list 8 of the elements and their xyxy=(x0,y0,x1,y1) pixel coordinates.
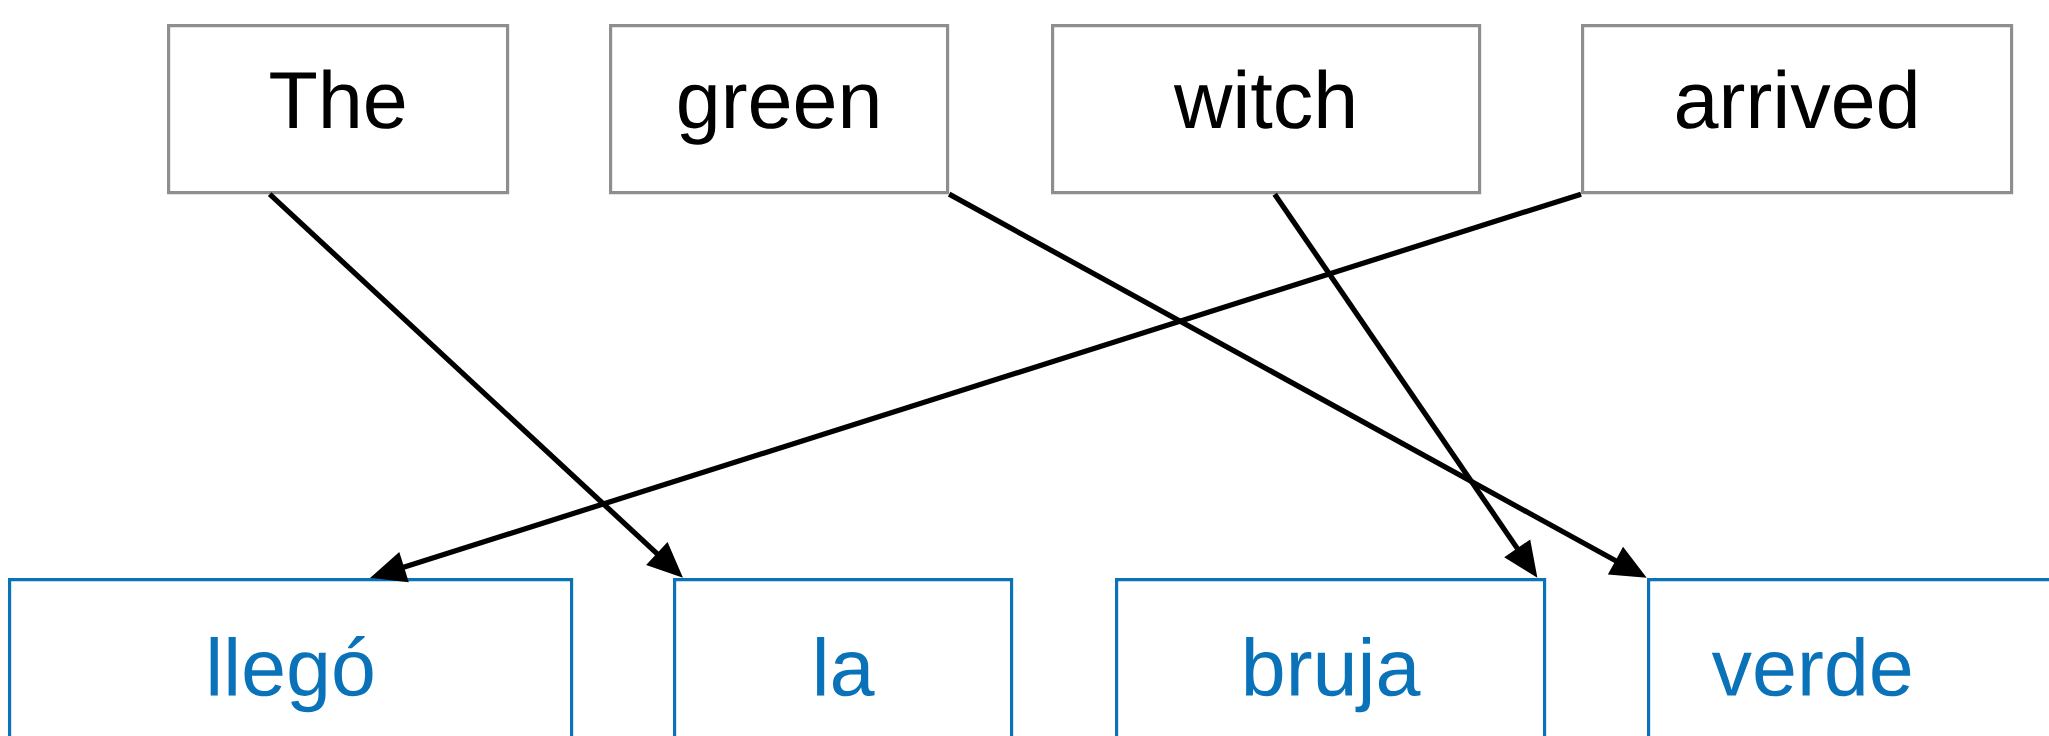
word-box: The xyxy=(167,24,510,195)
word-box: la xyxy=(673,578,1014,736)
word-box: verde xyxy=(1647,578,2049,736)
word-box: arrived xyxy=(1581,24,2014,195)
word-box: green xyxy=(609,24,950,195)
word-box: bruja xyxy=(1115,578,1547,736)
word-box: llegó xyxy=(8,578,574,736)
word-box: witch xyxy=(1051,24,1482,195)
